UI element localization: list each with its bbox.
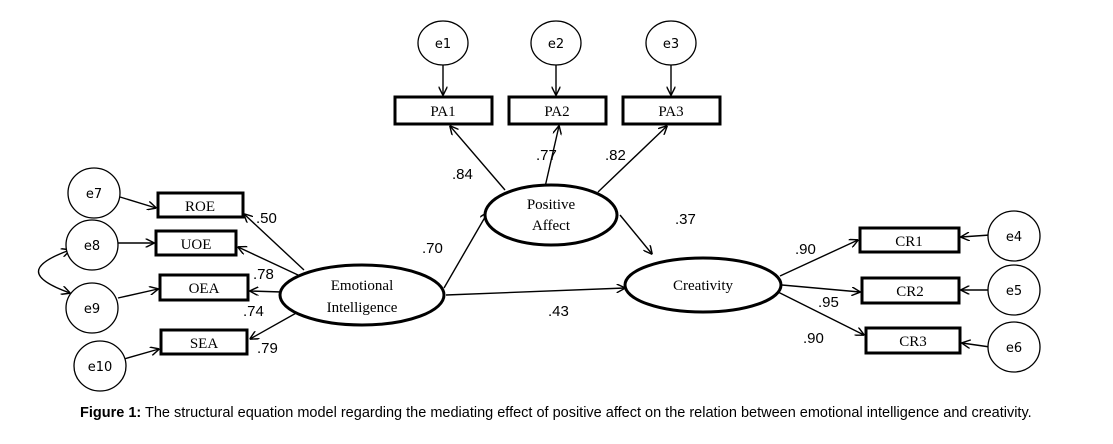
edge-cr-cr3 (777, 291, 864, 335)
coef-cr1: .90 (795, 241, 816, 258)
latent-emotional-intelligence: Emotional Intelligence (278, 263, 446, 327)
edge-ei-uoe (238, 247, 299, 276)
error-e6: e6 (987, 321, 1041, 373)
edge-e4-cr1 (961, 235, 991, 237)
coef-pa-cr: .37 (675, 211, 696, 228)
error-e5: e5 (987, 264, 1041, 316)
error-e4: e4 (987, 210, 1041, 262)
error-e3: e3 (645, 20, 697, 66)
figure-caption: Figure 1: The structural equation model … (80, 404, 1080, 422)
indicator-label-pa1: PA1 (430, 104, 455, 120)
edge-ei-oea (250, 291, 283, 292)
error-label-e7: e7 (86, 187, 102, 202)
error-label-e2: e2 (548, 37, 564, 52)
coef-ei-pa: .70 (422, 240, 443, 257)
indicator-label-cr1: CR1 (895, 234, 923, 250)
caption-text: The structural equation model regarding … (141, 405, 1032, 421)
indicator-roe: ROE (156, 191, 245, 219)
coef-oea: .74 (243, 303, 264, 320)
error-label-e3: e3 (663, 37, 679, 52)
indicator-oea: OEA (158, 273, 250, 302)
error-label-e6: e6 (1006, 341, 1022, 356)
edge-e10-sea (123, 349, 159, 360)
error-label-e5: e5 (1006, 284, 1022, 299)
indicator-label-pa3: PA3 (658, 104, 683, 120)
indicator-label-cr3: CR3 (899, 334, 927, 350)
error-e7: e7 (67, 167, 121, 219)
coef-pa2: .77 (536, 147, 557, 164)
edge-pa-pa2 (544, 126, 559, 188)
edge-ei-roe (244, 214, 305, 271)
indicator-label-oea: OEA (189, 281, 220, 297)
edge-ei-sea (250, 311, 299, 339)
latent-label-affect: Affect (532, 218, 571, 234)
edge-e7-roe (119, 196, 156, 208)
indicator-pa2: PA2 (507, 95, 608, 126)
latent-label-positive: Positive (527, 197, 576, 213)
edge-cr-cr2 (781, 284, 860, 292)
coef-sea: .79 (257, 340, 278, 357)
edge-cr-cr1 (779, 240, 858, 277)
error-label-e10: e10 (88, 360, 113, 375)
latent-label-emotional: Emotional (331, 278, 394, 294)
covariance-e8-e9 (38, 250, 71, 293)
error-e1: e1 (417, 20, 469, 66)
edge-ei-cr (445, 288, 625, 296)
indicator-uoe: UOE (154, 229, 238, 257)
indicator-label-cr2: CR2 (896, 284, 924, 300)
latent-positive-affect: Positive Affect (483, 183, 619, 247)
error-e10: e10 (73, 340, 127, 392)
sem-diagram: e1 e2 e3 e7 e8 e9 e10 e4 e5 e6 PA1 (38, 20, 1041, 392)
indicator-pa1: PA1 (393, 95, 494, 126)
edge-e6-cr3 (962, 343, 991, 347)
indicator-label-sea: SEA (190, 336, 219, 352)
edge-pa-pa1 (450, 126, 506, 191)
caption-label: Figure 1: (80, 405, 142, 421)
error-e9: e9 (65, 282, 119, 334)
indicator-label-pa2: PA2 (544, 104, 569, 120)
coef-ei-cr: .43 (548, 303, 569, 320)
error-label-e9: e9 (84, 302, 100, 317)
error-label-e4: e4 (1006, 230, 1022, 245)
error-e8: e8 (65, 219, 119, 271)
indicator-cr3: CR3 (864, 326, 962, 355)
indicator-cr2: CR2 (860, 276, 961, 305)
error-label-e1: e1 (435, 37, 451, 52)
error-label-e8: e8 (84, 239, 100, 254)
edge-pa-cr (619, 214, 652, 254)
indicator-cr1: CR1 (858, 226, 961, 254)
latent-creativity: Creativity (623, 256, 783, 314)
edge-pa-pa3 (597, 126, 667, 193)
coef-pa3: .82 (605, 147, 626, 164)
coef-cr3: .90 (803, 330, 824, 347)
indicator-pa3: PA3 (621, 95, 722, 126)
edge-e9-oea (117, 289, 158, 299)
edge-ei-pa (443, 212, 488, 289)
indicator-sea: SEA (159, 328, 249, 356)
coef-cr2: .95 (818, 294, 839, 311)
indicator-label-uoe: UOE (181, 237, 212, 253)
coef-uoe: .78 (253, 266, 274, 283)
error-e2: e2 (530, 20, 582, 66)
coef-pa1: .84 (452, 166, 473, 183)
indicator-label-roe: ROE (185, 199, 215, 215)
latent-label-intelligence: Intelligence (327, 300, 398, 316)
coef-roe: .50 (256, 210, 277, 227)
latent-label-creativity: Creativity (673, 278, 733, 294)
